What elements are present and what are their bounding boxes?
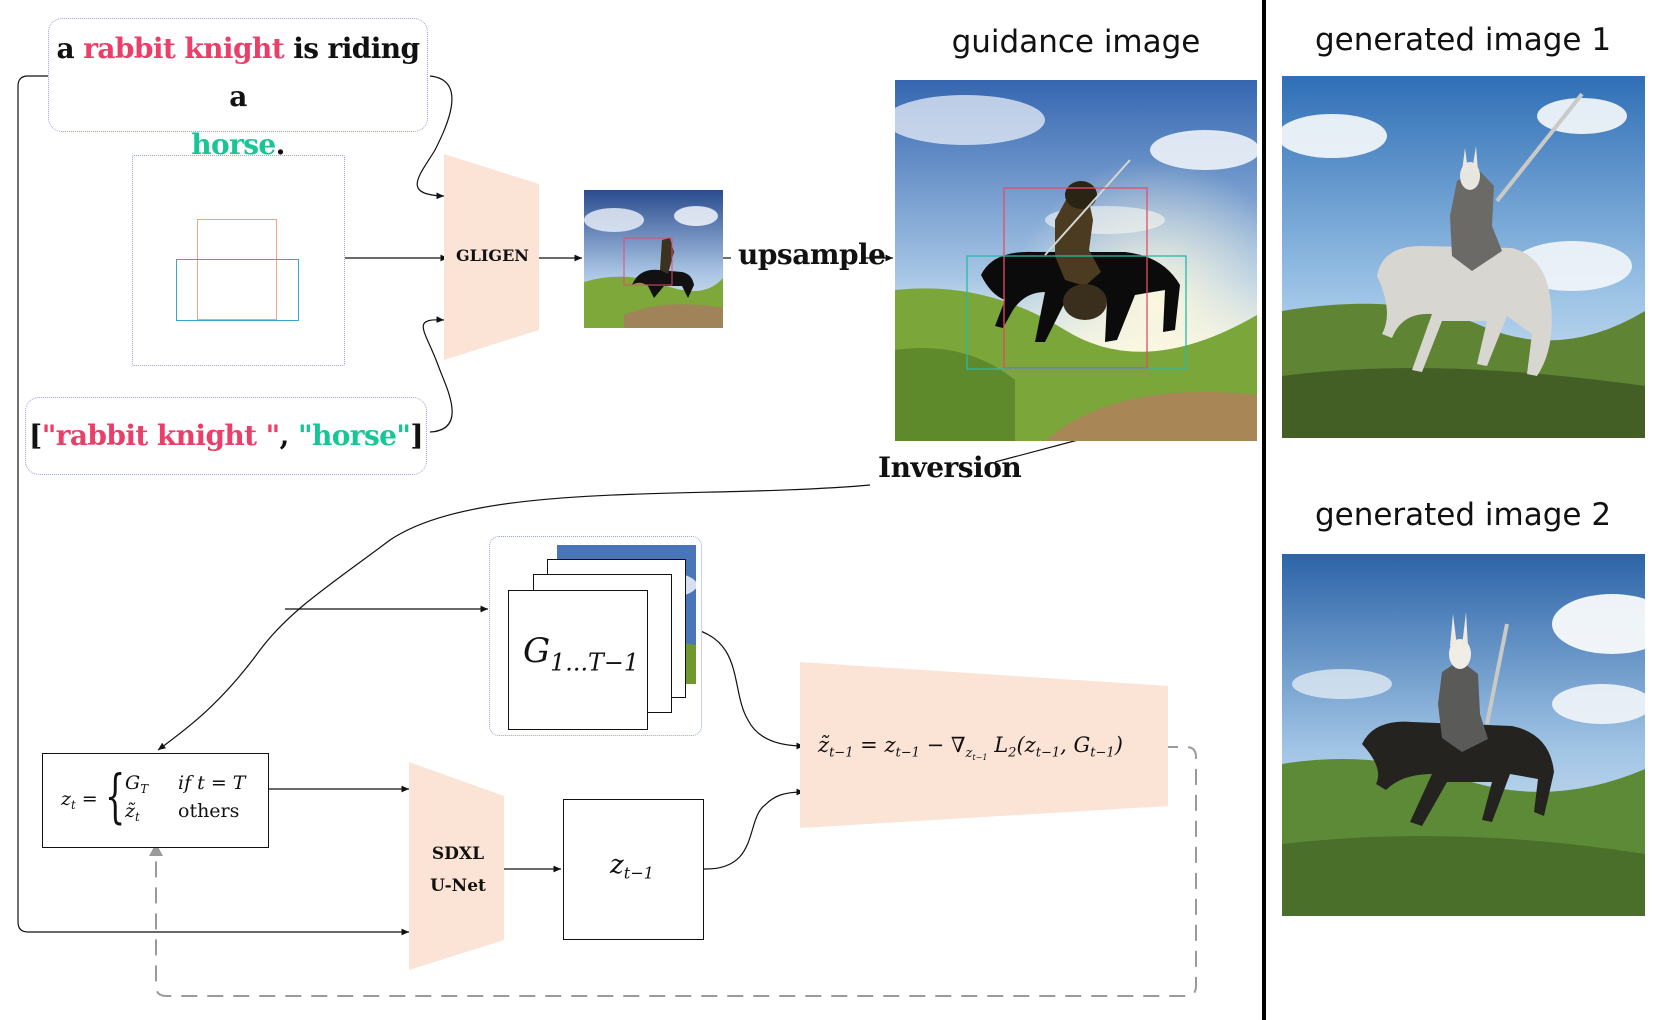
subject-bounding-box bbox=[197, 219, 277, 320]
zt-lhs: zt = bbox=[61, 788, 98, 812]
sdxl-label-line2: U-Net bbox=[430, 876, 486, 896]
text-prompt-box: a rabbit knight is riding a horse. bbox=[48, 18, 428, 161]
phrase-quote-open: " bbox=[41, 419, 57, 452]
rabbit-knight-riding-horse-icon bbox=[895, 80, 1257, 441]
generated-image-1-title: generated image 1 bbox=[1314, 22, 1612, 58]
rabbit-knight-riding-horse-icon bbox=[584, 190, 723, 328]
g-stack-symbol: G bbox=[523, 631, 551, 671]
prompt-text-1: a bbox=[56, 32, 84, 65]
grounding-phrases-box: ["rabbit knight ", "horse"] bbox=[25, 397, 427, 475]
zprev-subscript: t−1 bbox=[623, 863, 654, 883]
gligen-block bbox=[444, 154, 539, 360]
phrases-to-gligen-wire bbox=[422, 316, 453, 433]
case1-symbol: G bbox=[125, 772, 141, 794]
gligen-label: GLIGEN bbox=[456, 246, 529, 265]
zt-init-box: zt = { GT if t = T z̃t others bbox=[42, 753, 269, 848]
gstack-to-update-wire bbox=[689, 627, 805, 750]
zt-lhs-symbol: z bbox=[61, 788, 72, 810]
sdxl-unet-block bbox=[409, 762, 504, 970]
phrases-open-bracket: [ bbox=[29, 419, 42, 452]
cases-brace: { bbox=[105, 762, 126, 830]
case1-subscript: T bbox=[140, 782, 149, 797]
case2-value: z̃t bbox=[125, 800, 140, 824]
prompt-to-gligen-wire bbox=[416, 75, 453, 200]
text-prompt: a rabbit knight is riding a horse. bbox=[49, 25, 427, 169]
inversion-label: Inversion bbox=[878, 451, 1022, 484]
phrase-quote-close: " bbox=[256, 419, 281, 452]
zprev-label: zt−1 bbox=[610, 850, 654, 883]
case2-condition: others bbox=[178, 800, 240, 822]
g-stack-label: G1...T−1 bbox=[523, 631, 639, 676]
zprev-to-update-wire bbox=[703, 788, 805, 870]
g-stack-subscript: 1...T−1 bbox=[550, 648, 639, 677]
phrase-subject: rabbit knight bbox=[55, 419, 257, 452]
prompt-text-2: is riding a bbox=[229, 32, 420, 113]
gligen-output-image bbox=[584, 190, 723, 328]
generated-image-2-title: generated image 2 bbox=[1314, 497, 1612, 533]
layout-box bbox=[132, 155, 345, 366]
case2-symbol: z̃ bbox=[125, 800, 136, 822]
zt-lhs-subscript: t bbox=[71, 798, 76, 813]
feedback-loop-wire bbox=[155, 746, 1197, 997]
prompt-period: . bbox=[275, 128, 286, 161]
phrases-comma: , bbox=[279, 419, 298, 452]
feedback-arrowhead bbox=[149, 843, 163, 856]
case2-subscript: t bbox=[135, 810, 140, 825]
case1-condition: if t = T bbox=[178, 772, 246, 794]
rabbit-knight-riding-horse-icon bbox=[1282, 76, 1645, 438]
sdxl-unet-label: SDXL U-Net bbox=[430, 838, 486, 902]
generated-image-1 bbox=[1282, 76, 1645, 438]
latent-stack-card-1: G1...T−1 bbox=[508, 590, 648, 730]
prompt-subject: rabbit knight bbox=[83, 32, 285, 65]
zprev-box: zt−1 bbox=[563, 799, 704, 940]
guidance-to-inversion-wire bbox=[994, 439, 1079, 463]
case1-value: GT bbox=[125, 772, 148, 796]
phrase-object: "horse" bbox=[297, 419, 411, 452]
generated-image-2 bbox=[1282, 554, 1645, 916]
update-block bbox=[800, 662, 1168, 828]
upsample-label: upsample bbox=[738, 238, 886, 271]
rabbit-knight-riding-horse-icon bbox=[1282, 554, 1645, 916]
update-equation: z̃t−1 = zt−1 − ∇zt−1 L2(zt−1, Gt−1) bbox=[818, 733, 1123, 762]
guidance-image bbox=[895, 80, 1257, 441]
sdxl-label-line1: SDXL bbox=[431, 844, 485, 864]
object-bounding-box bbox=[176, 259, 299, 321]
guidance-image-title: guidance image bbox=[951, 24, 1201, 60]
inversion-to-zt-wire bbox=[157, 484, 871, 751]
phrases-close-bracket: ] bbox=[410, 419, 423, 452]
prompt-to-sdxl-wire bbox=[17, 75, 409, 936]
zt-equals: = bbox=[75, 788, 98, 810]
grounding-phrases: ["rabbit knight ", "horse"] bbox=[26, 412, 426, 460]
update-formula: z̃t−1 = zt−1 − ∇zt−1 L2(zt−1, Gt−1) bbox=[818, 733, 1123, 761]
zprev-symbol: z bbox=[610, 850, 624, 880]
